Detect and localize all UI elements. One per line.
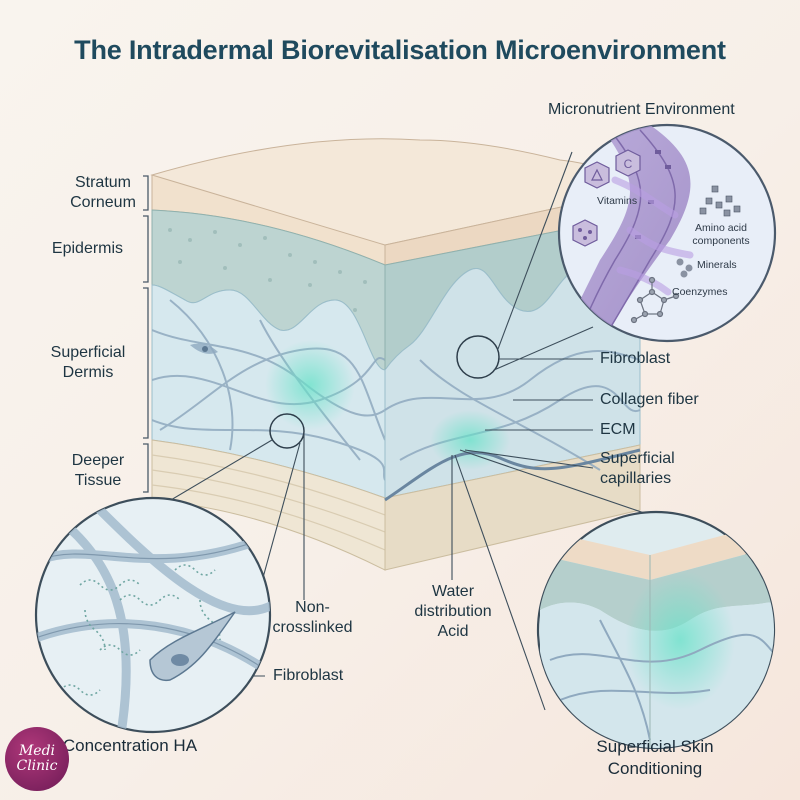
conditioning-inset [536,510,776,750]
vitamin-c-icon [615,149,641,177]
coenzymes-label: Coenzymes [672,286,728,298]
minerals-label: Minerals [697,259,737,271]
coenzyme-icon [630,276,680,324]
capillaries-label: Superficial capillaries [600,449,675,489]
logo-line: Medi [18,743,56,759]
layer-label-epidermis: Epidermis [51,240,124,257]
water-line: Water [431,583,475,600]
pointer-lines [89,151,651,711]
page-title: The Intradermal Biorevitalisation Microe… [74,35,726,65]
skin-block [150,138,642,571]
layer-label-superficial-dermis: Superficial Dermis [33,343,143,383]
non-crosslinked-line: Non- [295,599,330,616]
layer-label-line: Corneum [70,194,136,211]
water-distribution-label: Water distribution Acid [408,582,498,642]
layer-label-line: Deeper [71,452,125,469]
micronutrient-heading: Micronutrient Environment [548,101,735,118]
layer-brackets [143,175,149,493]
inset-fibroblast-label: Fibroblast [273,667,344,684]
minerals-icon [676,258,693,278]
layer-label-line: Stratum [74,174,131,191]
layer-label-stratum-corneum: Stratum Corneum [48,173,158,213]
amino-acid-line: Amino acid [695,222,747,234]
ha-caption: Low-Concentration HA [26,736,198,755]
water-line: distribution [414,603,492,620]
amino-acid-line: components [692,235,750,247]
vitamins-label: Vitamins [597,195,638,207]
layer-label-deeper-tissue: Deeper Tissue [48,451,148,491]
conditioning-line: Conditioning [607,759,703,778]
capillaries-line: capillaries [600,470,672,487]
skin-front-face [151,174,386,571]
collagen-fiber-label: Collagen fiber [600,391,699,408]
micronutrient-inset: C [557,123,777,343]
conditioning-line: Superficial Skin [596,737,714,756]
amino-acid-label: Amino acid components [686,222,756,248]
layer-label-line: Dermis [62,364,114,381]
water-line: Acid [437,623,469,640]
amino-acid-icon [699,185,741,217]
svg-text:C: C [624,157,633,171]
molecule-icon [572,219,598,247]
hexagon-icon [584,161,610,189]
non-crosslinked-label: Non- crosslinked [270,598,355,638]
ecm-label: ECM [600,421,636,438]
logo-line: Clinic [16,758,58,774]
layer-label-line: Superficial [50,344,126,361]
clinic-logo: Medi Clinic [5,727,69,791]
conditioning-caption: Superficial Skin Conditioning [560,736,750,780]
skin-side-face [384,189,641,571]
ha-inset [34,496,272,734]
layer-label-line: Tissue [74,472,122,489]
non-crosslinked-line: crosslinked [272,619,353,636]
fibroblast-label: Fibroblast [600,350,671,367]
capillaries-line: Superficial [600,450,675,467]
